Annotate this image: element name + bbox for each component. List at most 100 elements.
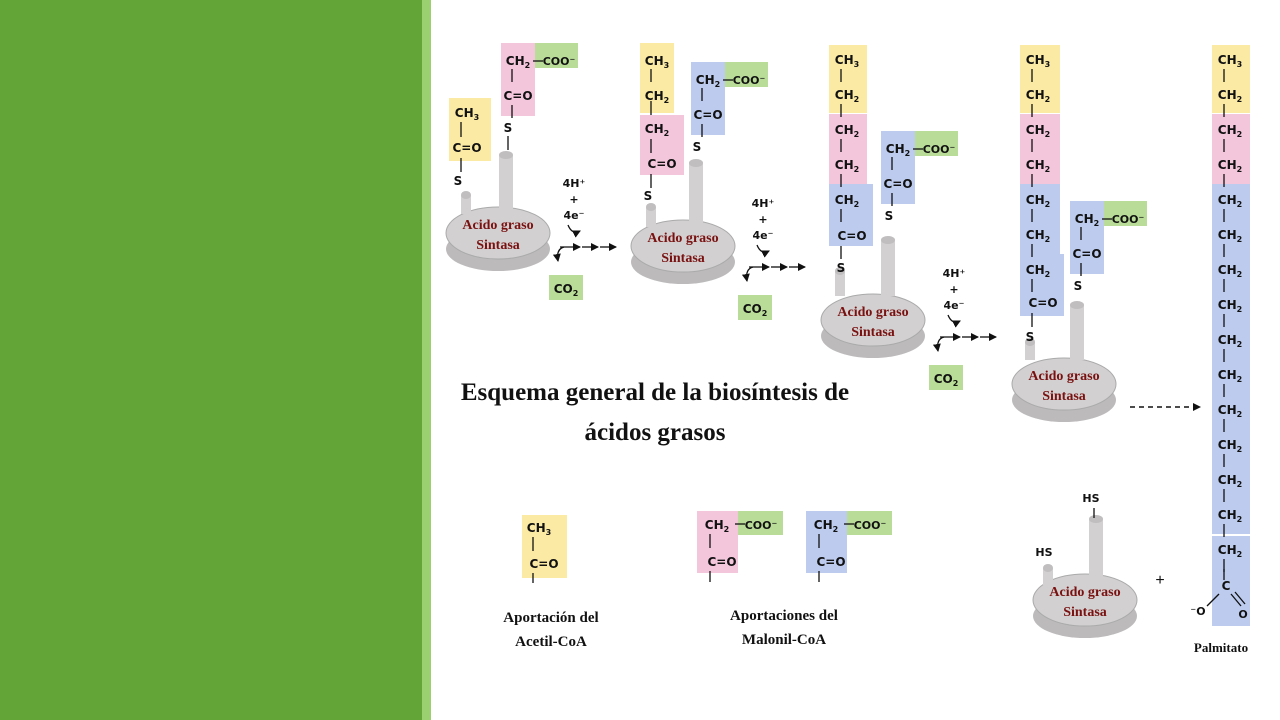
enzyme-3-post-left-cap [835,267,845,275]
stage4-blue-box-1 [1020,184,1060,254]
palmitate-chain-label-3: CH2 [1218,158,1242,174]
step-3-4e: 4e⁻ [944,299,965,312]
stage3-malonyl-ch2: CH2 [886,142,910,158]
legend-malonyl-pink-coo: COO⁻ [745,519,778,532]
stage1-mal-s: S [504,121,513,135]
stage2-ch2-b: CH2 [645,122,669,138]
stage4-chain-label-5: CH2 [1026,228,1050,244]
palmitate-acetyl-box [1212,45,1250,113]
step-2-co2: CO2 [743,302,768,318]
stage4-mal-s: S [1074,279,1083,293]
step-1-plus: + [569,193,578,206]
enzyme-3-label-line-2: Sintasa [851,325,895,340]
stage3-mal-s: S [885,209,894,223]
stage2-mal-s: S [693,140,702,154]
palmitate-carboxyl-box [1212,536,1250,626]
step-3-co2-box [929,365,963,390]
enzyme-1-post-right-cap [499,151,513,159]
step-2-co2-box [738,295,772,320]
enzyme-3-label-line-1: Acido graso [837,305,908,320]
sidebar-accent-stripe [422,0,431,720]
enzyme-1-body [445,206,551,260]
stage4-blue-box-2 [1020,254,1064,316]
step-3-4h: 4H⁺ [943,267,966,280]
enzyme-2-body [630,219,736,273]
enzyme-4-post-left-cap [1025,338,1035,346]
stage3-chain-label-0: CH3 [835,53,859,69]
stage2-chain-a-label-1: CH2 [645,89,669,105]
stage1-acetyl-box [449,98,491,161]
enzyme-5-hs-left: HS [1035,546,1052,559]
stage3-blue-box [829,184,873,246]
stage3-chain-label-2: CH2 [835,123,859,139]
palmitate-blue-box-1 [1212,254,1250,324]
step-1-co2-box [549,275,583,300]
stage4-malonyl-co: C=O [1072,247,1101,261]
step-2-4e: 4e⁻ [753,229,774,242]
legend-malonyl-pink-box [697,511,738,573]
step-1-curl [567,224,581,238]
stage1-co: C=O [452,141,481,155]
stage3-malonyl-coo: COO⁻ [923,143,956,156]
stage4-chain-label-1: CH2 [1026,88,1050,104]
enzyme-5-label-line-2: Sintasa [1063,605,1107,620]
enzyme-2-label-line-2: Sintasa [661,251,705,266]
palmitate-chain-label-14: CH2 [1218,543,1242,559]
step-2-curl [756,244,770,258]
palmitate-chain-label-0: CH3 [1218,53,1242,69]
enzyme-1-label-line-1: Acido graso [462,218,533,233]
enzyme-5-body [1032,573,1138,627]
legend-malonyl-pink-ch2: CH2 [705,518,729,534]
stage1-malonyl-co: C=O [503,89,532,103]
stage4-chain-label-6: CH2 [1026,263,1050,279]
legend-acetyl-box [522,515,567,578]
stage3-malonyl-coo-box [915,131,958,156]
stage1-s: S [454,174,463,188]
step-1-co2: CO2 [554,282,579,298]
enzyme-4-post-right [1070,305,1084,360]
malonyl-legend-line-2: Malonil-CoA [742,632,826,648]
enzyme-3-post-right-cap [881,236,895,244]
palmitate-o-minus: ⁻O [1190,605,1205,618]
legend-acetyl-co: C=O [529,557,558,571]
enzyme-4-post-right-cap [1070,301,1084,309]
step-1-4h: 4H⁺ [563,177,586,190]
enzyme-3-body [820,293,926,347]
stage3-acetyl-box [829,45,867,113]
enzyme-1-post-left-cap [461,191,471,199]
palmitate-blue-box-3 [1212,394,1250,464]
step-1-co2-arrow [552,246,565,262]
enzyme-5-post-right-cap [1089,515,1103,523]
step-2-plus: + [758,213,767,226]
legend-malonyl-pink-co: C=O [707,555,736,569]
enzyme-5-post-left [1043,568,1053,585]
palmitate-label: Palmitato [1194,640,1248,655]
step-2-co2-arrow [741,266,754,282]
palmitate-chain-label-1: CH2 [1218,88,1242,104]
palmitate-bond-ominus [1206,593,1220,607]
malonyl-legend-line-1: Aportaciones del [730,608,838,624]
palmitate-chain-label-9: CH2 [1218,368,1242,384]
enzyme-5-label-line-1: Acido graso [1049,585,1120,600]
stage2-s: S [644,189,653,203]
legend-malonyl-blue-co: C=O [816,555,845,569]
stage3-co: C=O [837,229,866,243]
enzyme-5-post-right [1089,519,1103,585]
stage3-pink-box [829,114,867,184]
palmitate-carbon: C [1222,579,1231,593]
stage2-malonyl-coo-box [725,62,768,87]
stage4-s: S [1026,330,1035,344]
enzyme-2-post-left-cap [646,203,656,211]
palmitate-chain-label-2: CH2 [1218,123,1242,139]
palmitate-pink-box [1212,114,1250,184]
stage2-chain-a-label-0: CH3 [645,54,669,70]
stage4-malonyl-ch2: CH2 [1075,212,1099,228]
legend-malonyl-pink-coo-box [738,511,783,535]
sidebar-panel [0,0,422,720]
stage4-malonyl-malonyl-box [1070,201,1104,274]
stage4-malonyl-coo: COO⁻ [1112,213,1145,226]
enzyme-2-label-line-1: Acido graso [647,231,718,246]
palmitate-blue-box-2 [1212,324,1250,394]
palmitate-chain-label-5: CH2 [1218,228,1242,244]
enzyme-4-label-line-2: Sintasa [1042,389,1086,404]
